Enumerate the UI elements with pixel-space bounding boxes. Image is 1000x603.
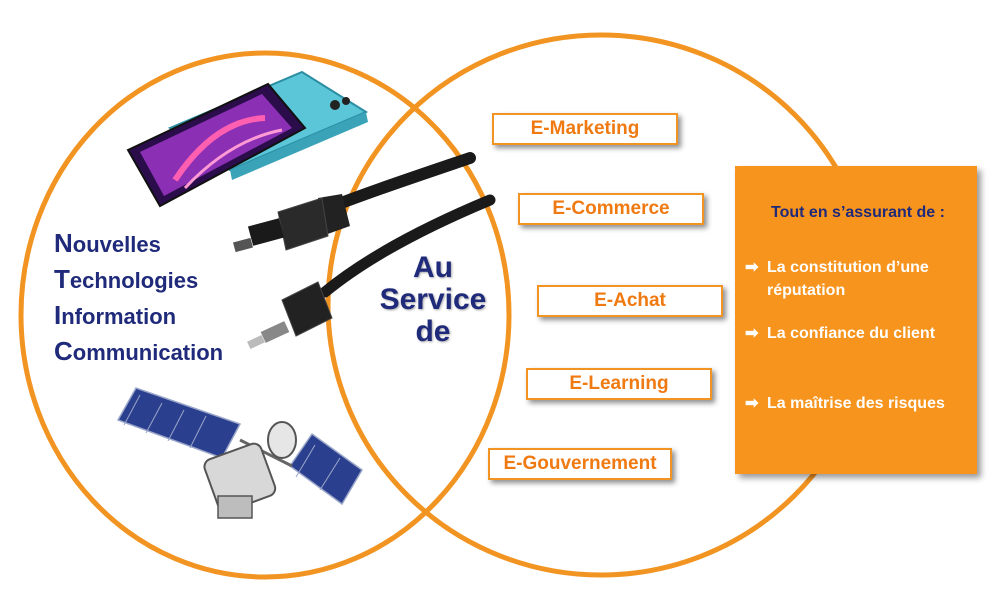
panel-item: ➡ La confiance du client — [745, 322, 975, 345]
arrow-right-icon: ➡ — [745, 325, 759, 342]
center-line: Au — [413, 251, 453, 284]
center-line: Service — [379, 283, 487, 316]
panel-item: ➡ La maîtrise des risques — [745, 392, 975, 415]
optical-cable-icon — [233, 152, 496, 350]
panel-item: ➡ La constitution d’une réputation — [745, 256, 975, 302]
center-line: de — [415, 315, 451, 348]
ntic-line-3: Information — [54, 298, 223, 334]
ntic-line-2: Technologies — [54, 262, 223, 298]
panel-item-text: La maîtrise des risques — [767, 395, 945, 412]
ntic-text: Nouvelles Technologies Information Commu… — [54, 226, 223, 370]
smartphone-icon — [126, 70, 369, 208]
ntic-rest: echnologies — [69, 268, 199, 293]
panel-item-text: La confiance du client — [767, 325, 936, 342]
ntic-rest: nformation — [61, 304, 177, 329]
satellite-icon — [116, 387, 363, 519]
ntic-initial: I — [54, 300, 62, 330]
ntic-line-1: Nouvelles — [54, 226, 223, 262]
ntic-initial: C — [54, 336, 73, 366]
ntic-initial: N — [54, 228, 73, 258]
e-marketing-box: E-Marketing — [492, 113, 678, 145]
panel-title: Tout en s’assurant de : — [771, 204, 945, 221]
left-circle — [18, 50, 512, 580]
ntic-rest: ouvelles — [72, 232, 161, 257]
arrow-right-icon: ➡ — [745, 395, 759, 412]
panel-item-text: La constitution d’une réputation — [767, 259, 929, 299]
assurance-panel: Tout en s’assurant de : ➡ La constitution… — [735, 166, 977, 474]
e-gouvernement-box: E-Gouvernement — [488, 448, 672, 480]
ntic-initial: T — [54, 264, 70, 294]
e-achat-box: E-Achat — [537, 285, 723, 317]
ntic-rest: ommunication — [72, 340, 224, 365]
ntic-line-4: Communication — [54, 334, 223, 370]
center-text: Au Service de — [368, 252, 498, 348]
e-commerce-box: E-Commerce — [518, 193, 704, 225]
e-learning-box: E-Learning — [526, 368, 712, 400]
arrow-right-icon: ➡ — [745, 259, 759, 276]
